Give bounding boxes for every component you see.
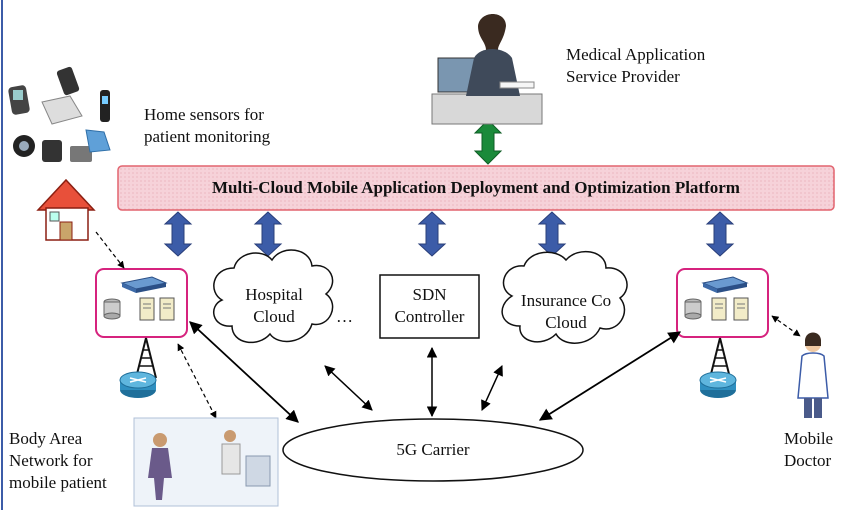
home-sensors-illustration — [8, 66, 111, 162]
ban-label: Body Area Network for mobile patient — [9, 428, 107, 494]
provider-label-line1: Medical Application — [566, 45, 706, 64]
home-sensors-line1: Home sensors for — [144, 105, 264, 124]
platform-bar — [117, 165, 835, 211]
insurance-cloud-label: Insurance Co Cloud — [508, 290, 624, 334]
platform-title: Multi-Cloud Mobile Application Deploymen… — [212, 178, 740, 197]
link-right-edge-carrier — [538, 331, 682, 421]
link-left-edge-carrier — [189, 321, 299, 423]
provider-label-line2: Service Provider — [566, 67, 680, 86]
blue-arrow-sdn — [418, 211, 446, 257]
ellipsis-label: … — [336, 307, 353, 326]
right-router — [699, 371, 737, 399]
link-insurance-carrier — [481, 365, 503, 411]
doctor-label: Mobile Doctor — [784, 428, 833, 472]
house-icon — [36, 178, 96, 241]
link-hospital-carrier — [324, 365, 373, 411]
doctor-line2: Doctor — [784, 451, 832, 470]
ban-illustration — [133, 417, 279, 507]
insurance-line1: Insurance Co — [520, 291, 612, 310]
hospital-cloud-line2: Cloud — [253, 307, 295, 326]
medical-provider-illustration — [431, 14, 543, 125]
provider-green-arrow — [473, 119, 503, 165]
insurance-line2: Cloud — [545, 313, 587, 332]
sdn-controller-label: SDN Controller — [380, 284, 479, 328]
link-home-edge — [95, 231, 125, 269]
carrier-label: 5G Carrier — [396, 440, 470, 459]
sdn-line2: Controller — [394, 307, 465, 326]
home-sensors-label: Home sensors for patient monitoring — [144, 104, 270, 148]
ban-line1: Body Area — [9, 429, 83, 448]
blue-arrow-hospital — [254, 211, 282, 257]
link-ban-edge — [177, 343, 217, 419]
blue-arrow-right-edge — [706, 211, 734, 257]
sdn-line1: SDN — [412, 285, 447, 304]
ban-line3: mobile patient — [9, 473, 107, 492]
provider-label: Medical Application Service Provider — [566, 44, 705, 88]
ban-line2: Network for — [9, 451, 93, 470]
doctor-line1: Mobile — [784, 429, 834, 448]
home-sensors-line2: patient monitoring — [144, 127, 271, 146]
sdn-controller-box — [379, 274, 480, 339]
blue-arrow-insurance — [538, 211, 566, 257]
link-doctor-edge — [771, 315, 801, 337]
hospital-cloud-line1: Hospital — [245, 285, 303, 304]
insurance-cloud — [501, 250, 628, 344]
left-router — [119, 371, 157, 399]
blue-arrow-left-edge — [164, 211, 192, 257]
hospital-cloud-label: Hospital Cloud — [224, 284, 324, 328]
doctor-illustration — [797, 332, 829, 418]
carrier-ellipse — [282, 418, 584, 482]
